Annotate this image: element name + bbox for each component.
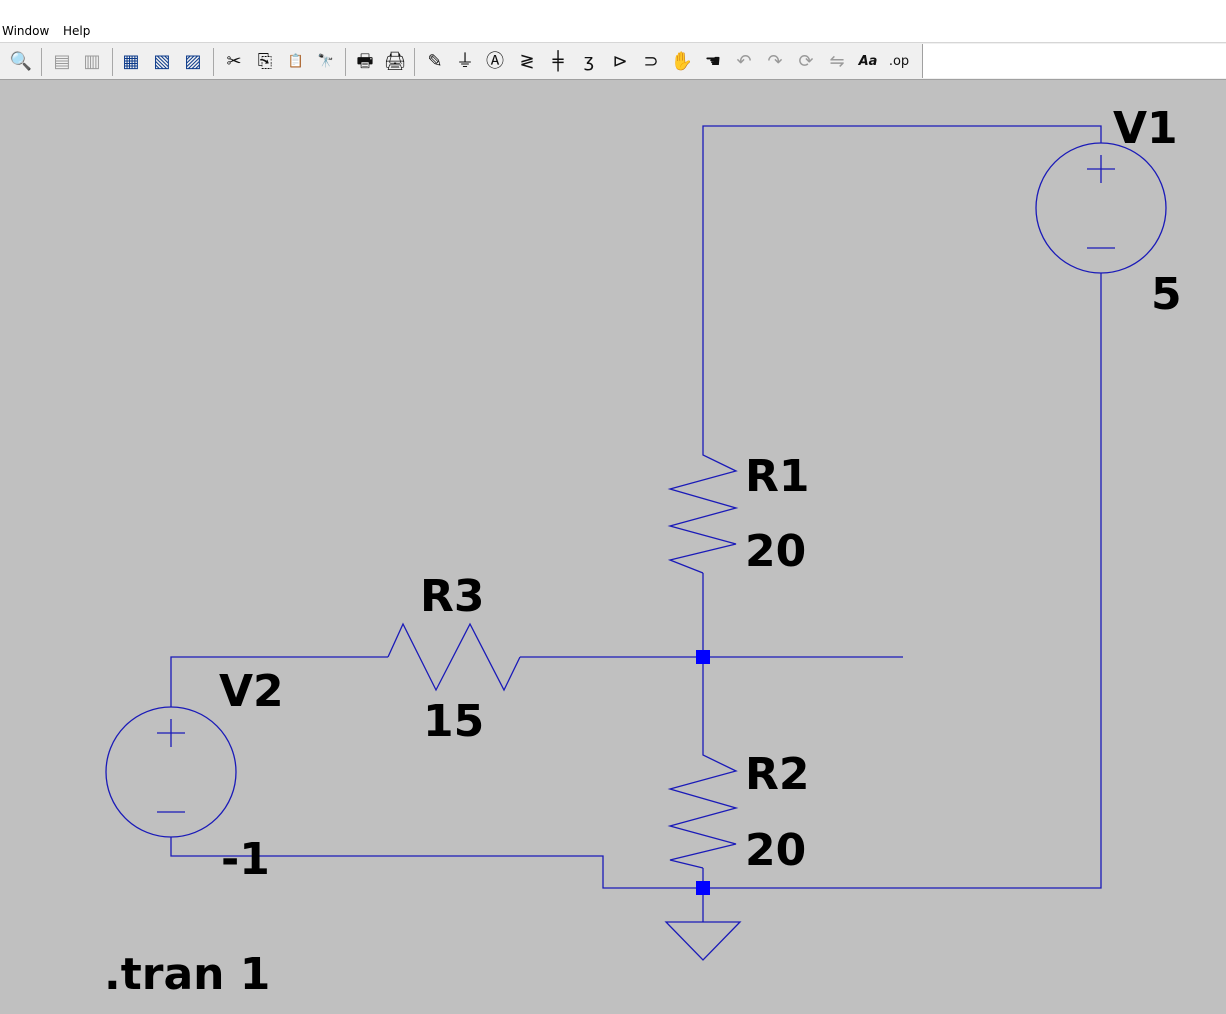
v1-name-label[interactable]: V1 xyxy=(1113,103,1178,154)
mirror-icon[interactable]: ⇋ xyxy=(829,51,845,72)
wire xyxy=(170,656,388,707)
copy-icon[interactable]: ⎘ xyxy=(257,51,273,72)
ground-icon[interactable]: ⏚ xyxy=(456,51,474,72)
toolbar-empty-area xyxy=(922,44,1226,78)
print-icon[interactable]: 🖨 xyxy=(383,51,407,72)
r2-name-label[interactable]: R2 xyxy=(745,749,810,800)
toolbar-separator xyxy=(345,48,346,76)
print-preview-icon[interactable]: 🖶 xyxy=(356,51,374,72)
resistor-r2 xyxy=(667,740,739,869)
paste-icon[interactable]: 📋 xyxy=(287,54,305,69)
resistor-r1 xyxy=(667,440,739,574)
move-hand-icon[interactable]: ✋ xyxy=(670,51,694,72)
spice-directive-icon[interactable]: .op xyxy=(888,54,910,69)
undo-icon[interactable]: ↶ xyxy=(736,51,752,72)
autorange-icon[interactable]: ▤ xyxy=(53,51,71,72)
title-strip xyxy=(0,0,1226,22)
toolbar-separator xyxy=(414,48,415,76)
diode-icon[interactable]: ⊳ xyxy=(612,51,628,72)
menu-window[interactable]: Window xyxy=(2,24,50,38)
find-icon[interactable]: 🔭 xyxy=(317,54,335,69)
inductor-icon[interactable]: ʒ xyxy=(583,51,595,72)
spice-directive-text[interactable]: .tran 1 xyxy=(104,949,271,1000)
component-icon[interactable]: ⊃ xyxy=(643,51,659,72)
voltage-source-v1 xyxy=(1035,142,1167,274)
wire xyxy=(170,837,703,889)
toolbar-separator xyxy=(112,48,113,76)
zoom-cancel-icon[interactable]: 🔍 xyxy=(9,51,33,72)
junction-dot xyxy=(696,881,710,895)
menu-bar: Window Help xyxy=(0,22,1226,43)
wire xyxy=(702,125,1102,440)
draw-wire-icon[interactable]: ✎ xyxy=(427,51,443,72)
rotate-icon[interactable]: ⟳ xyxy=(798,51,814,72)
wire xyxy=(703,273,1102,889)
v2-name-label[interactable]: V2 xyxy=(219,666,284,717)
tile-horizontal-icon[interactable]: ▦ xyxy=(122,51,140,72)
r1-name-label[interactable]: R1 xyxy=(745,451,810,502)
text-icon[interactable]: Aa xyxy=(858,54,878,69)
resistor-icon[interactable]: ≷ xyxy=(519,51,535,72)
voltage-source-v2 xyxy=(105,706,237,838)
v1-value-label[interactable]: 5 xyxy=(1151,269,1182,320)
menu-help[interactable]: Help xyxy=(63,24,91,38)
r2-value-label[interactable]: 20 xyxy=(745,825,807,876)
ground-symbol xyxy=(664,921,742,961)
junction-dot xyxy=(696,650,710,664)
capacitor-icon[interactable]: ╪ xyxy=(552,51,564,72)
v2-value-label[interactable]: -1 xyxy=(221,834,270,885)
tile-vertical-icon[interactable]: ▧ xyxy=(153,51,171,72)
toolbar-separator xyxy=(213,48,214,76)
cut-icon[interactable]: ✂ xyxy=(226,51,242,72)
toolbar-separator xyxy=(41,48,42,76)
drag-hand-icon[interactable]: ☚ xyxy=(704,51,722,72)
autorange-x-icon[interactable]: ▥ xyxy=(83,51,101,72)
redo-icon[interactable]: ↷ xyxy=(767,51,783,72)
cascade-icon[interactable]: ▨ xyxy=(184,51,202,72)
r3-name-label[interactable]: R3 xyxy=(420,571,485,622)
resistor-r3 xyxy=(387,622,521,692)
label-net-icon[interactable]: Ⓐ xyxy=(486,51,504,72)
schematic-canvas[interactable] xyxy=(0,80,1226,1014)
r3-value-label[interactable]: 15 xyxy=(423,696,485,747)
r1-value-label[interactable]: 20 xyxy=(745,526,807,577)
